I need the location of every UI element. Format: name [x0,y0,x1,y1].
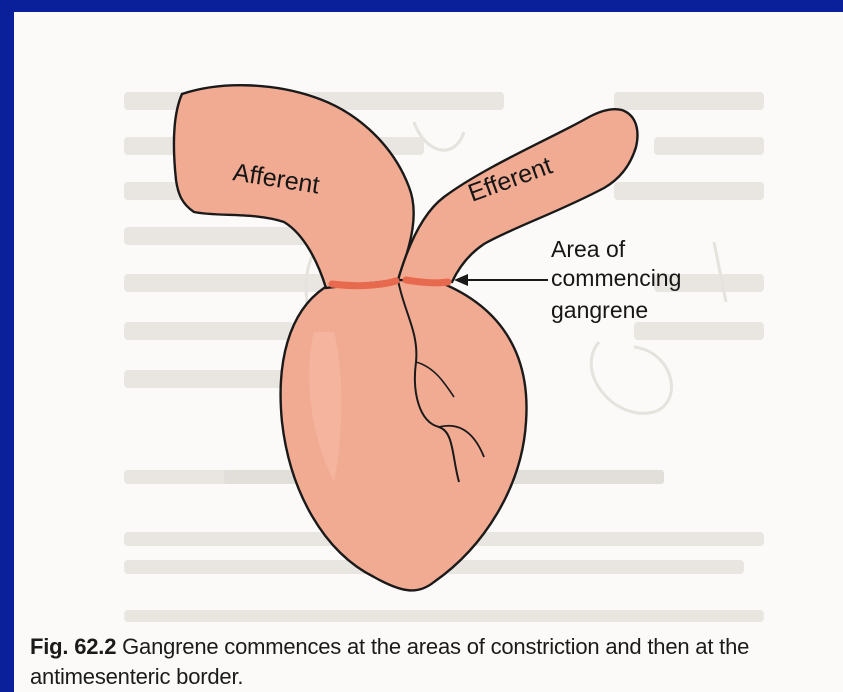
figure-caption: Fig. 62.2 Gangrene commences at the area… [30,632,840,692]
area-label-line2: commencing [551,265,681,291]
caption-text: Gangrene commences at the areas of const… [30,634,749,689]
scanned-page: Afferent Efferent Area of commencing gan… [14,12,843,692]
constriction-ring-efferent [406,280,448,283]
figure-number: Fig. 62.2 [30,634,116,659]
area-label-line1: Area of [551,236,626,262]
area-label-line3: gangrene [551,297,648,323]
strangulated-loop-diagram: Afferent Efferent Area of commencing gan… [14,12,843,692]
